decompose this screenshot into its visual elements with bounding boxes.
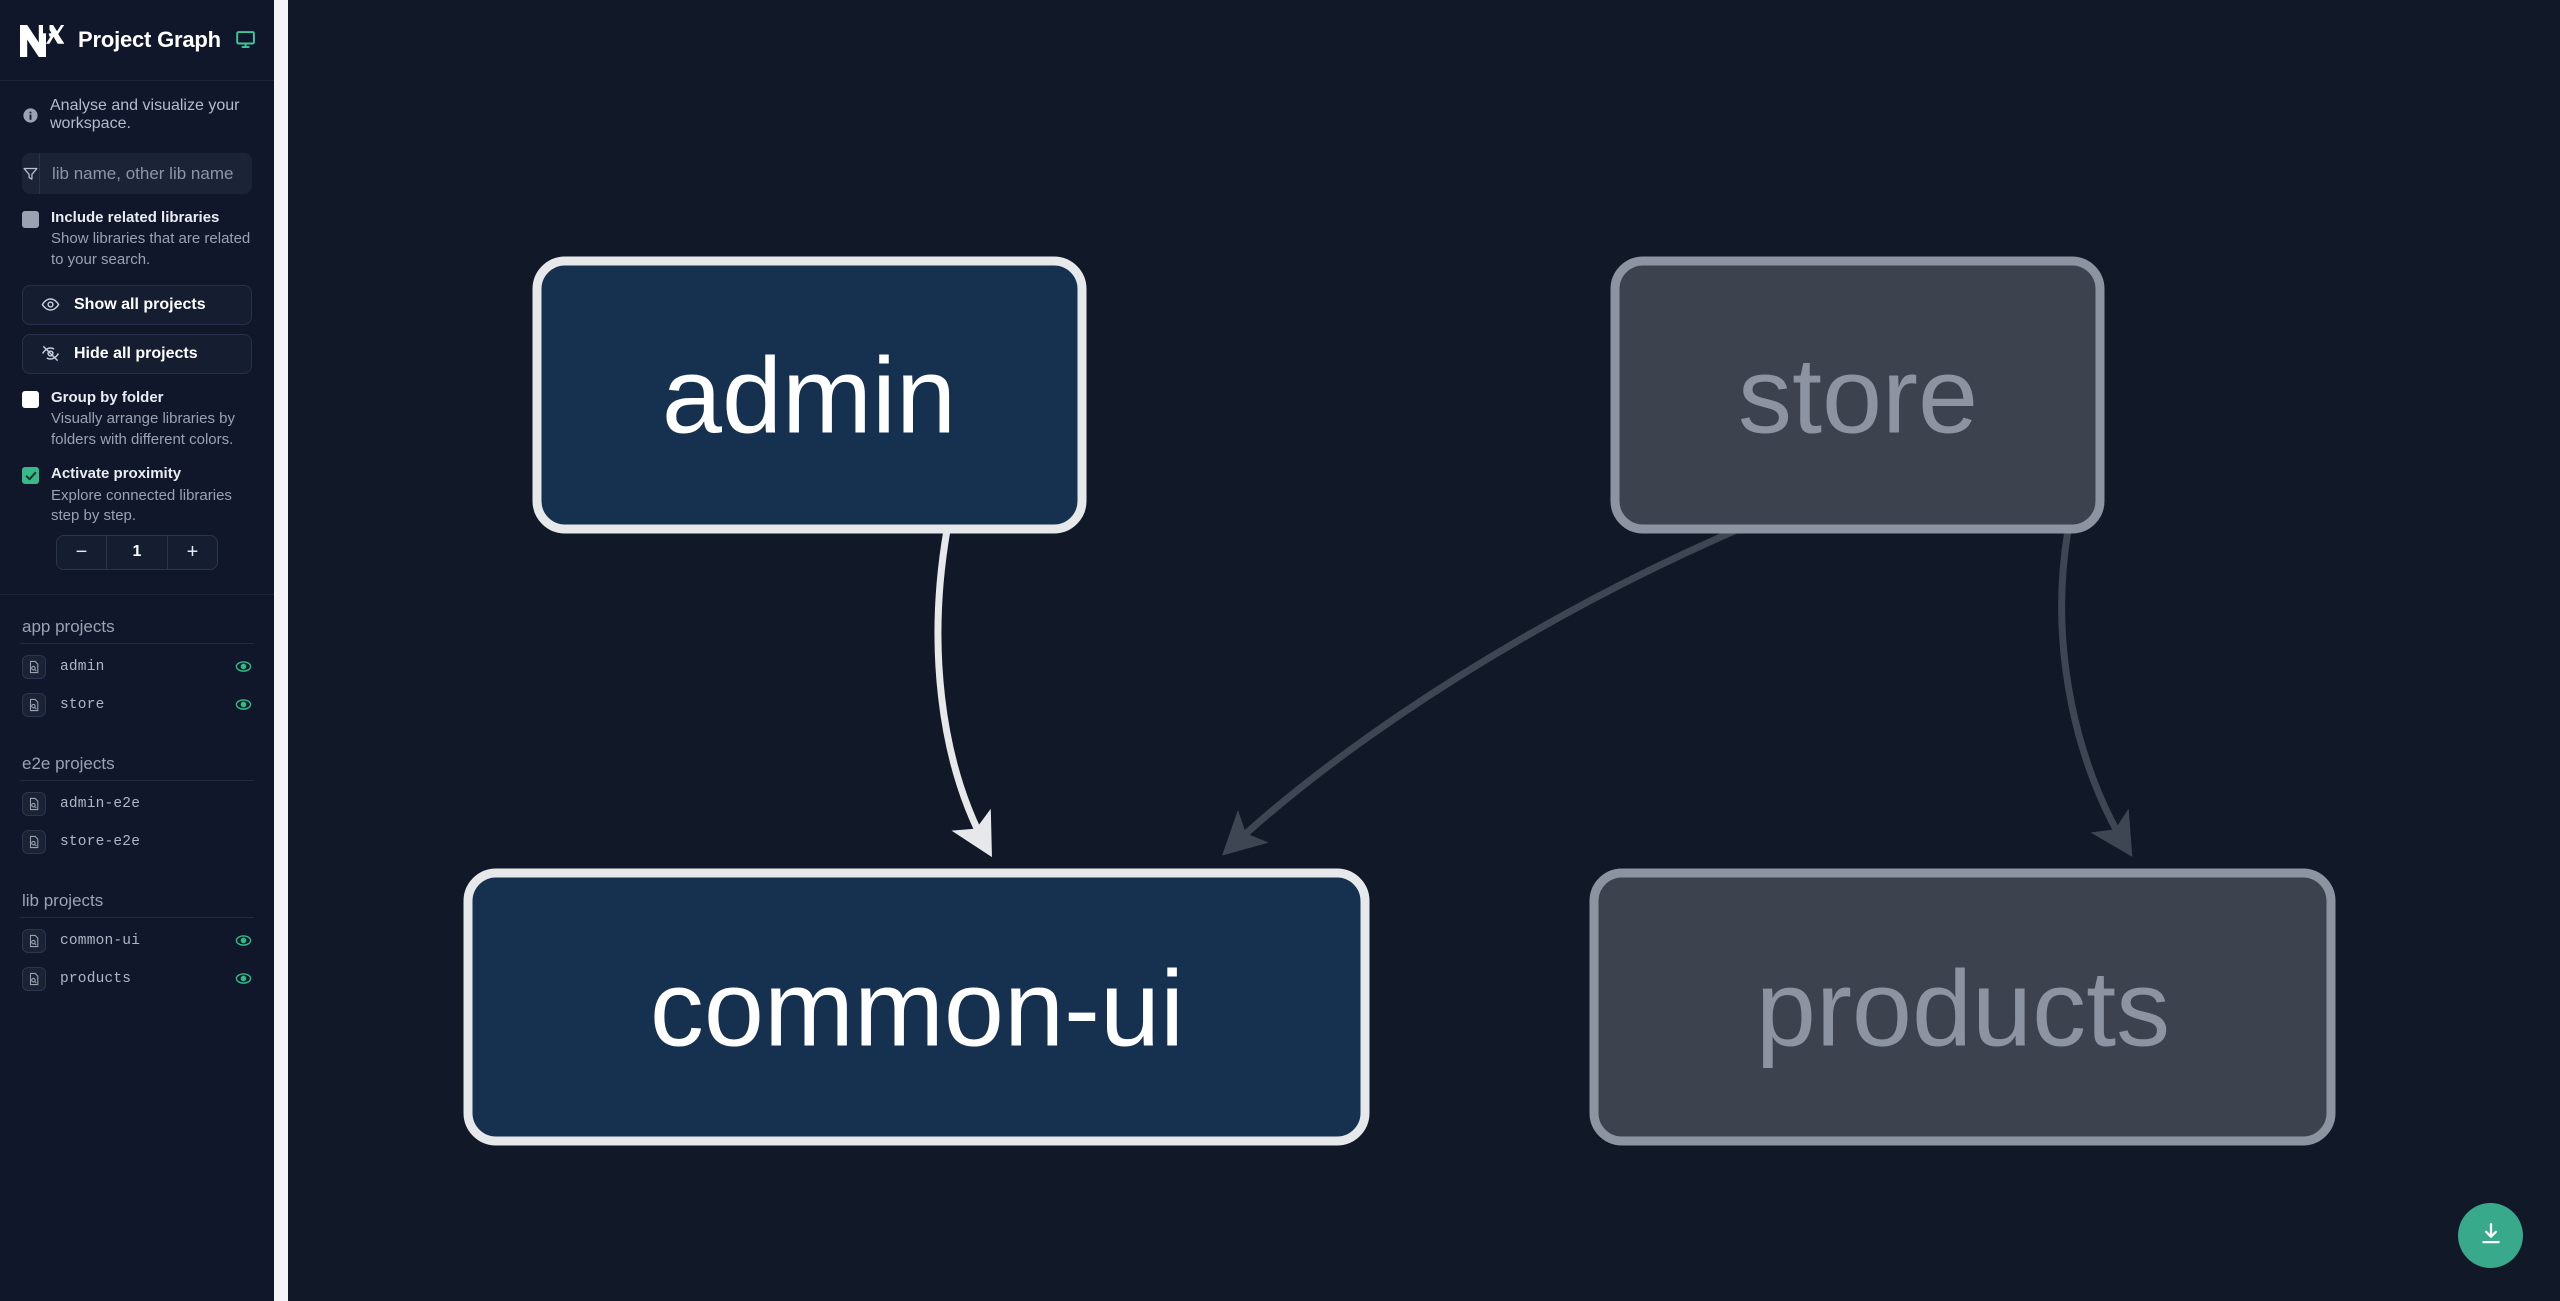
- node-box-admin[interactable]: [532, 256, 1087, 534]
- proximity-decrement-button[interactable]: −: [57, 535, 107, 569]
- tagline-text: Analyse and visualize your workspace.: [50, 97, 240, 132]
- node-box-store[interactable]: [1610, 256, 2105, 534]
- option-include-related-libraries[interactable]: Include related libraries Show libraries…: [0, 194, 274, 271]
- group-spacer: [20, 861, 254, 885]
- graph-node-products[interactable]: products: [1589, 868, 2336, 1146]
- node-label-admin: admin: [662, 335, 956, 456]
- search-box[interactable]: [22, 153, 252, 194]
- project-row-products[interactable]: products: [20, 960, 254, 998]
- project-name: admin-e2e: [60, 795, 141, 812]
- eye-icon[interactable]: [235, 970, 252, 987]
- info-circle-icon: [22, 107, 39, 124]
- graph-node-common-ui[interactable]: common-ui: [463, 868, 1370, 1146]
- option-title: Activate proximity: [51, 465, 182, 483]
- group-title: app projects: [22, 616, 115, 636]
- project-row-store[interactable]: store: [20, 686, 254, 724]
- project-file-icon: [22, 966, 46, 991]
- proximity-stepper-wrap: − 1 +: [0, 527, 274, 570]
- project-row-admin[interactable]: admin: [20, 648, 254, 686]
- option-title: Include related libraries: [51, 209, 220, 226]
- project-name: products: [60, 970, 132, 987]
- group-rule: [20, 642, 254, 644]
- bulk-visibility-buttons: Show all projects Hide all projects: [0, 271, 274, 374]
- eye-icon[interactable]: [235, 932, 252, 949]
- node-box-common-ui[interactable]: [463, 868, 1370, 1146]
- eye-off-icon: [41, 344, 60, 363]
- show-all-projects-button[interactable]: Show all projects: [22, 284, 252, 325]
- node-label-common-ui: common-ui: [650, 948, 1184, 1069]
- option-description: Visually arrange libraries by folders wi…: [51, 409, 235, 448]
- node-label-store: store: [1738, 335, 1978, 456]
- project-row-admin-e2e[interactable]: admin-e2e: [20, 785, 254, 823]
- graph-node-admin[interactable]: admin: [532, 256, 1087, 534]
- graph-node-store[interactable]: store: [1610, 256, 2105, 534]
- option-description: Show libraries that are related to your …: [51, 230, 251, 268]
- search-section: [0, 147, 274, 194]
- filter-funnel-icon[interactable]: [22, 153, 40, 194]
- eye-icon: [41, 295, 60, 314]
- project-group-app: app projects admin: [20, 611, 254, 724]
- project-row-store-e2e[interactable]: store-e2e: [20, 823, 254, 861]
- project-name: store-e2e: [60, 833, 141, 850]
- sidebar: Project Graph Analyse and visualize your…: [0, 0, 274, 1301]
- edge-store-to-products: [2058, 526, 2133, 857]
- sidebar-header: Project Graph: [0, 0, 274, 81]
- group-spacer: [20, 724, 254, 748]
- proximity-value: 1: [132, 543, 142, 561]
- edge-admin-to-common-ui: [934, 526, 992, 858]
- hide-all-projects-label: Hide all projects: [74, 344, 198, 362]
- group-title: e2e projects: [22, 753, 115, 773]
- node-label-products: products: [1756, 948, 2170, 1069]
- tagline: Analyse and visualize your workspace.: [0, 81, 274, 147]
- project-file-icon: [22, 654, 46, 679]
- option-title: Group by folder: [51, 388, 164, 406]
- group-rule: [20, 779, 254, 781]
- download-graph-button[interactable]: [2458, 1203, 2523, 1268]
- monitor-icon[interactable]: [235, 29, 256, 51]
- node-box-products[interactable]: [1589, 868, 2336, 1146]
- hide-all-projects-button[interactable]: Hide all projects: [22, 333, 252, 374]
- project-row-common-ui[interactable]: common-ui: [20, 922, 254, 960]
- project-name: store: [60, 696, 105, 713]
- eye-icon[interactable]: [235, 658, 252, 675]
- project-group-lib: lib projects common-ui: [20, 885, 254, 998]
- proximity-increment-button[interactable]: +: [167, 535, 217, 569]
- project-file-icon: [22, 928, 46, 953]
- checkbox-activate-proximity[interactable]: [22, 467, 39, 485]
- option-activate-proximity[interactable]: Activate proximity Explore connected lib…: [0, 450, 274, 527]
- project-groups: app projects admin: [0, 611, 274, 998]
- project-name: common-ui: [60, 932, 141, 949]
- download-icon: [2478, 1221, 2504, 1250]
- project-file-icon: [22, 829, 46, 854]
- sidebar-resize-handle[interactable]: [274, 0, 288, 1301]
- option-group-by-folder[interactable]: Group by folder Visually arrange librari…: [0, 374, 274, 451]
- project-group-e2e: e2e projects admin-e2e: [20, 748, 254, 861]
- project-file-icon: [22, 791, 46, 816]
- group-rule: [20, 916, 254, 918]
- project-file-icon: [22, 692, 46, 717]
- project-name: admin: [60, 658, 105, 675]
- page-title: Project Graph: [78, 27, 221, 52]
- checkbox-group-by-folder[interactable]: [22, 390, 39, 408]
- group-title: lib projects: [22, 890, 104, 910]
- show-all-projects-label: Show all projects: [74, 295, 206, 313]
- sidebar-divider: [0, 593, 274, 595]
- project-graph-svg: admin store common-ui products: [463, 256, 2336, 1146]
- graph-canvas[interactable]: admin store common-ui products: [288, 0, 2560, 1301]
- search-input[interactable]: [40, 153, 252, 194]
- nx-logo: [18, 21, 65, 59]
- checkbox-include-related[interactable]: [22, 211, 39, 228]
- eye-icon[interactable]: [235, 696, 252, 713]
- proximity-stepper[interactable]: − 1 +: [56, 534, 218, 570]
- option-description: Explore connected libraries step by step…: [51, 486, 232, 525]
